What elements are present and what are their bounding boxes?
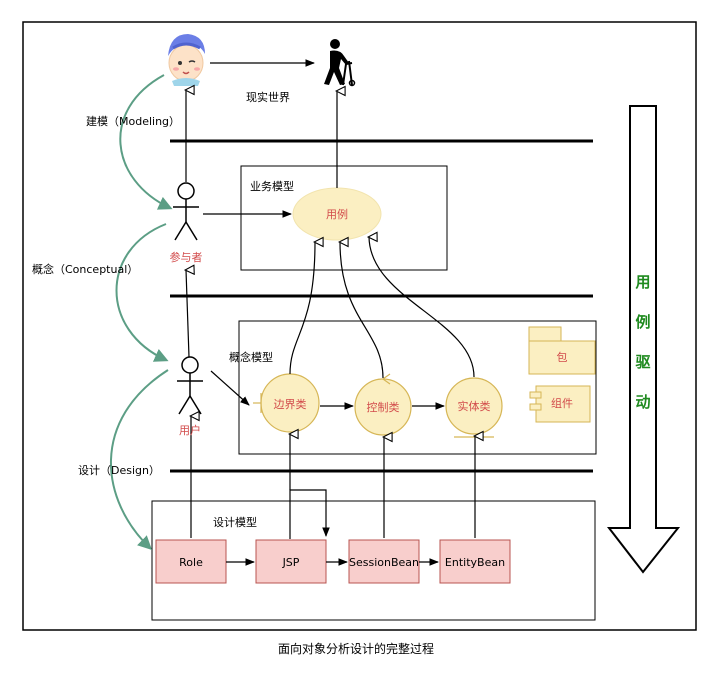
design-model-box xyxy=(151,500,596,621)
outer-frame xyxy=(22,21,697,631)
elderly-walker-icon xyxy=(324,39,356,87)
boundary-class-label: 边界类 xyxy=(274,397,307,411)
role-box xyxy=(155,539,227,584)
person-face-icon xyxy=(168,34,205,86)
entitybean-label: EntityBean xyxy=(445,556,505,569)
entitybean-box xyxy=(439,539,511,584)
use-case-driven-arrow xyxy=(606,105,681,574)
component-label: 组件 xyxy=(551,396,573,410)
modeling-label: 建模（Modeling） xyxy=(86,114,180,128)
business-model-box xyxy=(240,165,448,271)
role-label: Role xyxy=(179,556,203,569)
component-shape xyxy=(529,385,591,423)
sessionbean-label: SessionBean xyxy=(349,556,419,569)
package-label: 包 xyxy=(557,351,568,364)
package-shape xyxy=(528,326,596,375)
design-model-label: 设计模型 xyxy=(213,515,257,529)
use-case-label: 用例 xyxy=(326,207,348,221)
conceptual-label: 概念（Conceptual） xyxy=(32,262,138,276)
realization-arrows xyxy=(186,90,475,538)
participant-actor-icon xyxy=(173,182,199,241)
real-world-label: 现实世界 xyxy=(246,90,290,104)
sessionbean-box xyxy=(348,539,420,584)
user-label: 用户 xyxy=(179,423,201,437)
design-label: 设计（Design） xyxy=(78,464,160,477)
side-char-1: 用 xyxy=(635,273,650,291)
concept-model-label: 概念模型 xyxy=(229,350,273,364)
transition-arrows xyxy=(110,74,173,550)
side-char-4: 动 xyxy=(635,393,650,411)
side-char-2: 例 xyxy=(635,313,650,331)
entity-class-label: 实体类 xyxy=(458,399,491,413)
business-model-label: 业务模型 xyxy=(250,179,294,193)
association-arrows xyxy=(203,59,445,566)
jsp-box xyxy=(255,539,327,584)
side-char-3: 驱 xyxy=(635,353,650,371)
user-actor-icon xyxy=(177,356,203,415)
control-class-label: 控制类 xyxy=(367,400,400,414)
concept-model-box xyxy=(238,320,597,455)
caption: 面向对象分析设计的完整过程 xyxy=(278,641,434,656)
participant-label: 参与者 xyxy=(170,250,203,264)
jsp-label: JSP xyxy=(282,556,300,569)
